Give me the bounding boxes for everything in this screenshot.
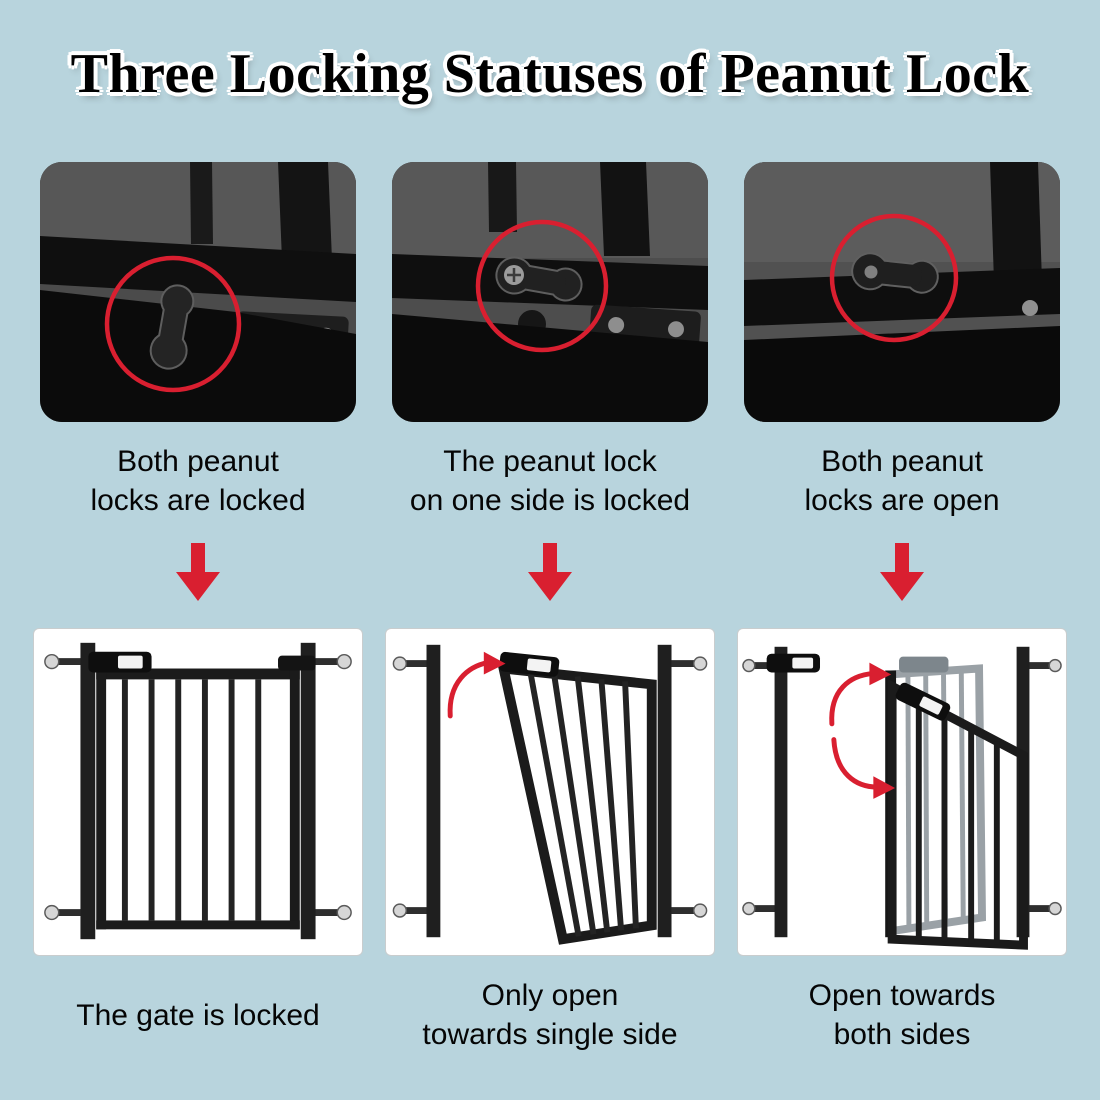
- caption-both-open: Both peanut locks are open: [804, 445, 1000, 517]
- gate-single-open-illustration: [385, 628, 715, 956]
- thin-post: [488, 162, 517, 232]
- down-arrow: [527, 542, 573, 602]
- rail-screw: [1022, 300, 1038, 316]
- down-arrow-icon: [176, 543, 220, 601]
- peanut-lock-one-side-photo-graphic: [392, 162, 708, 422]
- peanut-lock-shape: [851, 252, 939, 294]
- down-arrow: [175, 542, 221, 602]
- gate-bars: [121, 679, 262, 921]
- photo-one-lock-locked: [392, 162, 708, 422]
- spindle-caps: [44, 653, 352, 921]
- thin-bar: [190, 162, 213, 244]
- gate-locked-illustration: [33, 628, 363, 956]
- vertical-post: [600, 162, 650, 256]
- peanut-lock-open-photo-graphic: [744, 162, 1060, 422]
- right-post: [657, 644, 672, 938]
- bottom-slab: [744, 326, 1060, 422]
- peanut-lock-locked-photo-graphic: [40, 162, 356, 422]
- left-post: [426, 644, 441, 938]
- highlight-circle: [104, 255, 242, 393]
- open-gate: [887, 678, 1028, 950]
- caption-both-sides-open: Open towards both sides: [808, 979, 996, 1051]
- gate-both-open-graphic: [742, 646, 1062, 950]
- column-both-open: Both peanut locks are open: [737, 162, 1067, 1058]
- gate-single-open-graphic: [392, 644, 708, 945]
- peanut-lock-shape: [149, 284, 195, 370]
- gate-frame: [96, 668, 300, 930]
- spindle-caps: [392, 656, 708, 918]
- swing-arrows: [829, 662, 896, 799]
- caption-gate-locked: The gate is locked: [76, 998, 320, 1032]
- right-post: [300, 642, 316, 940]
- latch-housing: [278, 655, 316, 671]
- column-both-locked: Both peanut locks are locked: [33, 162, 363, 1058]
- gate-closed-graphic: [44, 642, 352, 940]
- left-post: [774, 646, 788, 938]
- photo-both-locks-locked: [40, 162, 356, 422]
- highlight-circle: [475, 219, 609, 353]
- bottom-slab: [40, 290, 356, 422]
- pivot-screw: [864, 265, 878, 279]
- left-post: [80, 642, 96, 940]
- pressure-spindles: [750, 662, 1054, 913]
- gate-handle: [499, 651, 560, 677]
- highlight-circle: [829, 213, 959, 343]
- spindle-caps: [742, 658, 1062, 916]
- top-rail: [744, 268, 1060, 326]
- column-one-side-locked: The peanut lock on one side is locked: [385, 162, 715, 1058]
- caption-single-open: Only open towards single side: [422, 979, 678, 1051]
- swing-arrow: [447, 651, 506, 719]
- post-handle: [766, 653, 821, 673]
- page-title: Three Locking Statuses of Peanut Lock: [70, 43, 1030, 105]
- gate-both-open-illustration: [737, 628, 1067, 956]
- columns-grid: Both peanut locks are locked: [0, 162, 1100, 1058]
- down-arrow-icon: [528, 543, 572, 601]
- caption-both-locked: Both peanut locks are locked: [90, 445, 306, 517]
- vertical-post: [990, 162, 1042, 282]
- ghost-gate-handle: [899, 656, 949, 673]
- open-gate-frame: [497, 662, 657, 945]
- photo-both-locks-open: [744, 162, 1060, 422]
- gate-bars: [527, 670, 639, 937]
- vertical-post: [278, 162, 332, 260]
- down-arrow: [879, 542, 925, 602]
- pressure-spindles: [402, 660, 698, 915]
- screw-cross: [507, 268, 521, 282]
- peanut-lock-shape: [495, 256, 583, 302]
- bottom-slab: [392, 314, 708, 422]
- caption-one-side-locked: The peanut lock on one side is locked: [409, 445, 691, 517]
- gate-handle: [895, 682, 951, 721]
- down-arrow-icon: [880, 543, 924, 601]
- gate-handle: [88, 651, 152, 673]
